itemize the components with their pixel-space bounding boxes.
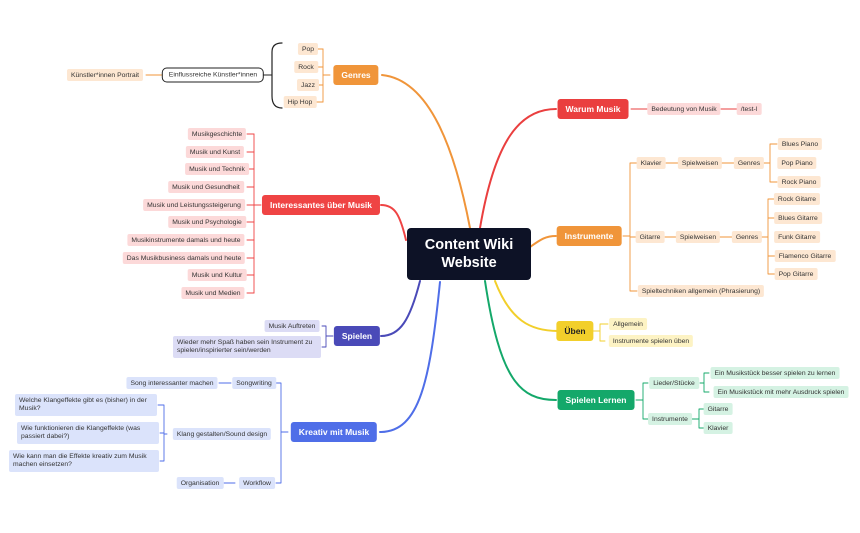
interest-item[interactable]: Musik und Kunst <box>185 146 245 158</box>
topic-ueben[interactable]: Üben <box>556 321 594 341</box>
topic-genres[interactable]: Genres <box>333 65 379 85</box>
ueben-instrumente[interactable]: Instrumente spielen üben <box>608 335 694 347</box>
connector-line <box>763 143 778 183</box>
artist-portrait[interactable]: Künstler*innen Portrait <box>66 69 144 81</box>
connector-line <box>379 281 441 433</box>
genre-rock[interactable]: Rock <box>294 61 318 73</box>
sound-question[interactable]: Wie funktionieren die Klangeffekte (was … <box>17 422 159 444</box>
interest-item[interactable]: Musik und Gesundheit <box>168 181 244 193</box>
lernen-instrumente[interactable]: Instrumente <box>648 413 692 425</box>
song-interessanter[interactable]: Song interessanter machen <box>126 377 218 389</box>
connector-line <box>479 108 557 229</box>
connector-line <box>380 204 407 241</box>
topic-interessantes[interactable]: Interessantes über Musik <box>261 195 381 215</box>
interest-item[interactable]: Das Musikbusiness damals und heute <box>122 252 246 264</box>
guitar-genre[interactable]: Flamenco Gitarre <box>774 250 836 262</box>
genre-hiphop[interactable]: Hip Hop <box>283 96 317 108</box>
interest-item[interactable]: Musikinstrumente damals und heute <box>127 234 245 246</box>
spieltechniken[interactable]: Spieltechniken allgemein (Phrasierung) <box>637 285 765 297</box>
klavier[interactable]: Klavier <box>636 157 666 169</box>
connector-line <box>271 42 283 109</box>
piano-genre[interactable]: Blues Piano <box>777 138 823 150</box>
interest-item[interactable]: Musik und Leistungssteigerung <box>143 199 245 211</box>
connector-line <box>529 235 557 248</box>
connector-line <box>591 323 609 342</box>
interest-item[interactable]: Musik und Medien <box>181 287 245 299</box>
genre-pop[interactable]: Pop <box>297 43 319 55</box>
influential-artists[interactable]: Einflussreiche Künstler*innen <box>161 67 265 83</box>
connector-line <box>699 372 710 393</box>
topic-spielen[interactable]: Spielen <box>333 326 381 346</box>
connector-line <box>380 280 421 337</box>
interest-item[interactable]: Musik und Kultur <box>187 269 247 281</box>
gitarre[interactable]: Gitarre <box>635 231 665 243</box>
lieder-stuecke[interactable]: Lieder/Stücke <box>649 377 699 389</box>
guitar-genre[interactable]: Funk Gitarre <box>774 231 820 243</box>
connector-line <box>315 48 324 103</box>
guitar-genre[interactable]: Blues Gitarre <box>774 212 822 224</box>
interest-item[interactable]: Musik und Psychologie <box>168 216 246 228</box>
klavier-genres[interactable]: Genres <box>733 157 765 169</box>
connector-line <box>275 382 289 484</box>
songwriting[interactable]: Songwriting <box>232 377 276 389</box>
central-topic[interactable]: Content Wiki Website <box>407 228 531 280</box>
workflow[interactable]: Workflow <box>239 477 275 489</box>
topic-kreativ[interactable]: Kreativ mit Musik <box>290 422 378 442</box>
spielen-spass[interactable]: Wieder mehr Spaß haben sein Instrument z… <box>173 336 321 358</box>
lieder-child[interactable]: Ein Musikstück besser spielen zu lernen <box>710 367 840 379</box>
connector-line <box>691 408 706 429</box>
sound-question[interactable]: Wie kann man die Effekte kreativ zum Mus… <box>9 450 159 472</box>
topic-spielen-lernen[interactable]: Spielen Lernen <box>557 390 635 410</box>
connector-line <box>622 162 638 292</box>
connector-line <box>321 325 334 348</box>
klavier-spielweisen[interactable]: Spielweisen <box>677 157 723 169</box>
topic-warum-musik[interactable]: Warum Musik <box>557 99 629 119</box>
organisation[interactable]: Organisation <box>176 477 224 489</box>
piano-genre[interactable]: Pop Piano <box>777 157 817 169</box>
guitar-genre[interactable]: Rock Gitarre <box>773 193 821 205</box>
piano-genre[interactable]: Rock Piano <box>777 176 821 188</box>
connector-line <box>381 74 471 229</box>
connector-line <box>253 133 262 294</box>
test-link[interactable]: /test-l <box>736 103 762 115</box>
interest-item[interactable]: Musik und Technik <box>185 163 249 175</box>
lieder-child[interactable]: Ein Musikstück mit mehr Ausdruck spielen <box>713 386 849 398</box>
lernen-gitarre[interactable]: Gitarre <box>703 403 733 415</box>
interest-item[interactable]: Musikgeschichte <box>187 128 247 140</box>
topic-instrumente[interactable]: Instrumente <box>556 226 622 246</box>
genre-jazz[interactable]: Jazz <box>297 79 319 91</box>
connector-line <box>760 198 776 275</box>
connector-line <box>484 280 557 401</box>
spielen-auftreten[interactable]: Musik Auftreten <box>264 320 320 332</box>
connector-line <box>157 404 168 462</box>
sound-design[interactable]: Klang gestalten/Sound design <box>172 428 272 440</box>
ueben-allgemein[interactable]: Allgemein <box>609 318 647 330</box>
bedeutung-von-musik[interactable]: Bedeutung von Musik <box>647 103 721 115</box>
lernen-klavier[interactable]: Klavier <box>703 422 733 434</box>
gitarre-spielweisen[interactable]: Spielweisen <box>675 231 721 243</box>
guitar-genre[interactable]: Pop Gitarre <box>774 268 818 280</box>
sound-question[interactable]: Welche Klangeffekte gibt es (bisher) in … <box>15 394 157 416</box>
gitarre-genres[interactable]: Genres <box>731 231 763 243</box>
connector-line <box>494 280 559 332</box>
connector-line <box>635 382 649 420</box>
